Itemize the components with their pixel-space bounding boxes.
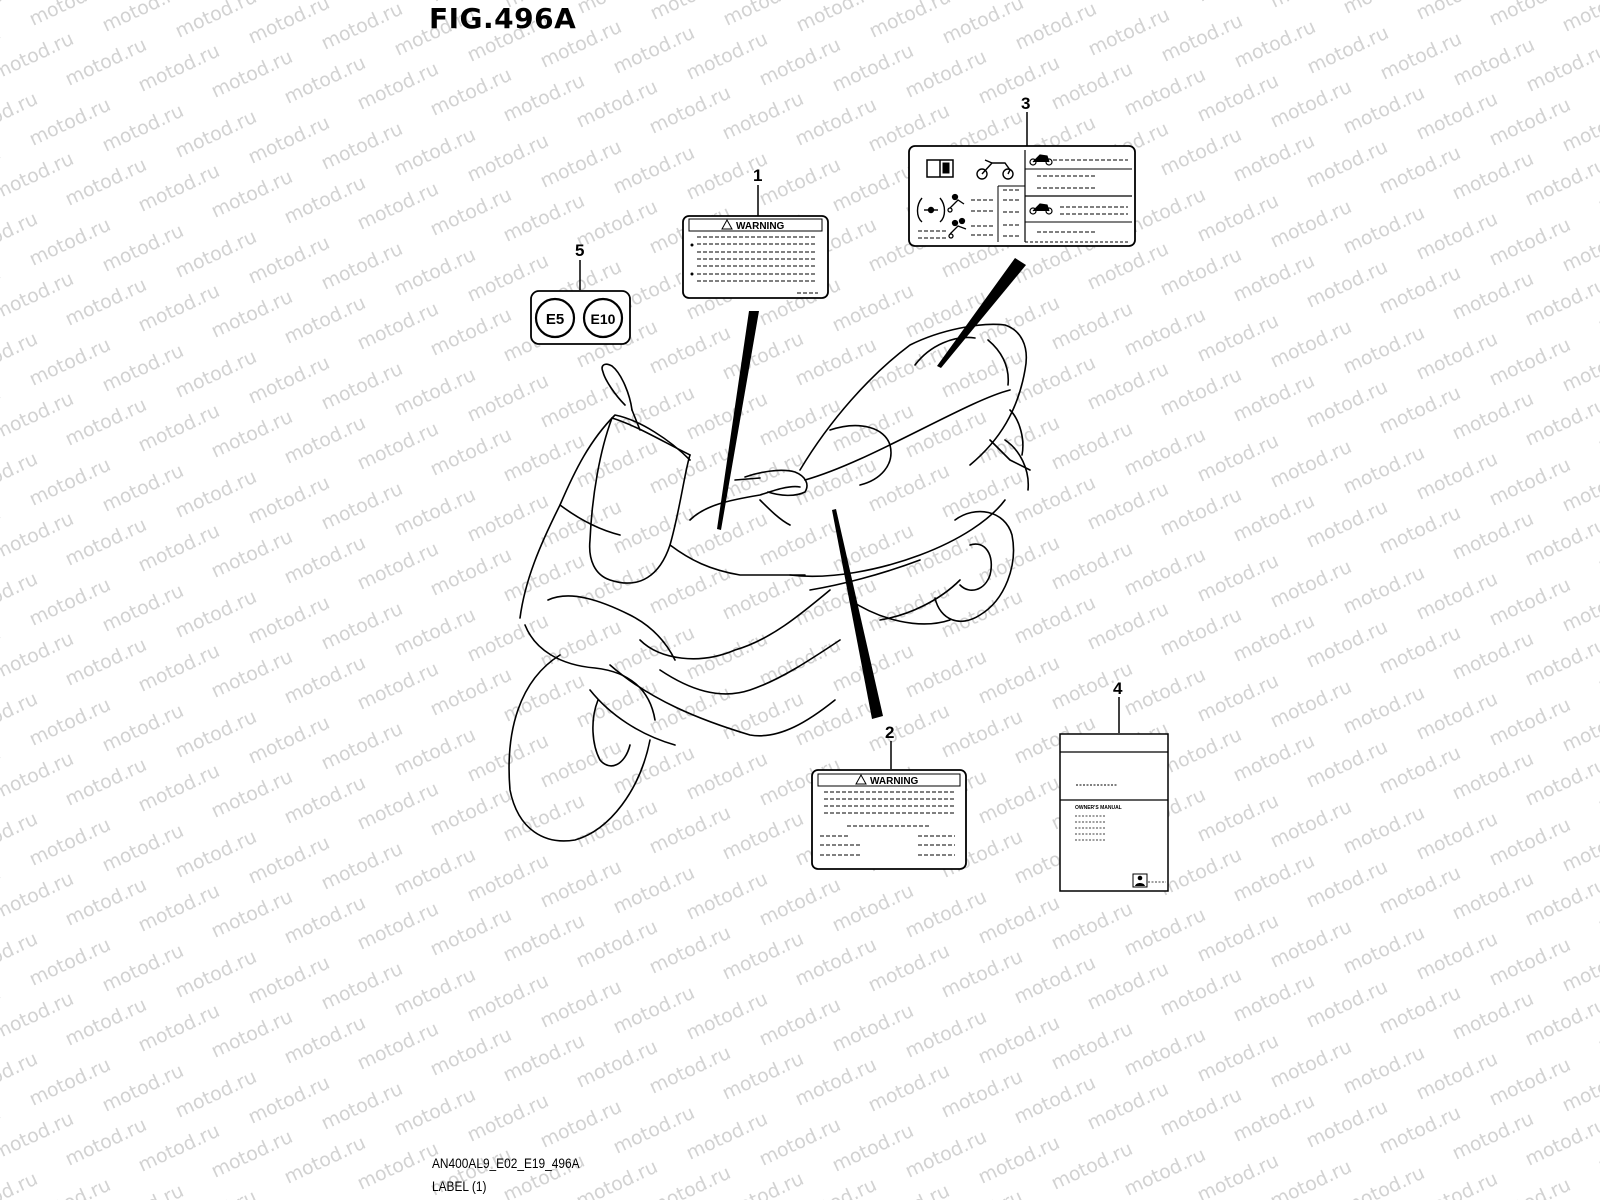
leader-label-3: [937, 258, 1026, 368]
callout-number-2: 2: [885, 723, 894, 742]
watermark-text: motod.ru: [793, 0, 881, 37]
manual-book-icon: [926, 159, 954, 178]
watermark-text: motod.ru: [172, 0, 260, 43]
label-4-heading: OWNER'S MANUAL: [1075, 805, 1122, 811]
label-1-warning: WARNING: [682, 215, 829, 299]
rider-icon: [947, 193, 965, 213]
label-3-info: [908, 145, 1136, 247]
watermark-text: motod.ru: [355, 0, 443, 1]
label-2-heading: WARNING: [870, 776, 919, 787]
e5-badge: [534, 297, 576, 339]
watermark-text: motod.ru: [1340, 1162, 1428, 1200]
callout-number-5: 5: [575, 241, 584, 260]
drawing-code: AN400AL9_E02_E19_496A: [432, 1155, 580, 1171]
label-1-heading: WARNING: [736, 221, 785, 232]
motorcycle-small-icon: [1029, 203, 1053, 215]
label-5-fuel: E5 E10: [530, 290, 631, 345]
callout-number-4: 4: [1113, 679, 1123, 698]
watermark-text: motod.ru: [99, 0, 187, 37]
watermark-text: motod.ru: [866, 0, 954, 43]
figure-title: FIG.496A: [429, 2, 577, 35]
e10-badge: [582, 297, 624, 339]
leader-label-2: [832, 509, 883, 719]
watermark-text: motod.ru: [0, 1168, 41, 1200]
watermark-text: motod.ru: [1413, 1168, 1501, 1200]
person-icon: [1135, 875, 1145, 886]
tire-pressure-icon: [916, 197, 946, 223]
warning-triangle-icon: [855, 773, 867, 785]
label-5-right: E10: [591, 311, 616, 327]
figure-caption: LABEL (1): [432, 1178, 487, 1194]
callout-number-3: 3: [1021, 94, 1030, 113]
leader-label-1: [717, 311, 759, 530]
scooter-drawing: [508, 323, 1031, 842]
callout-number-1: 1: [753, 166, 762, 185]
watermark-text: motod.ru: [573, 1156, 661, 1200]
watermark-text: motod.ru: [719, 1168, 807, 1200]
rider-passenger-icon: [948, 217, 967, 239]
label-2-warning: WARNING: [811, 769, 967, 870]
watermark-text: motod.ru: [646, 1162, 734, 1200]
motorcycle-icon: [976, 159, 1014, 180]
warning-triangle-icon: [721, 218, 733, 230]
watermark-text: motod.ru: [1194, 0, 1282, 7]
watermark-text: motod.ru: [1559, 0, 1600, 37]
label-4-owners-manual: OWNER'S MANUAL: [1059, 733, 1169, 892]
leader-lines: [717, 258, 1026, 719]
label-5-left: E5: [546, 311, 564, 328]
motorcycle-small-icon: [1029, 154, 1053, 166]
callout-lines: [579, 112, 1120, 769]
watermark-text: motod.ru: [1267, 1156, 1355, 1200]
watermark-text: motod.ru: [1121, 0, 1209, 1]
